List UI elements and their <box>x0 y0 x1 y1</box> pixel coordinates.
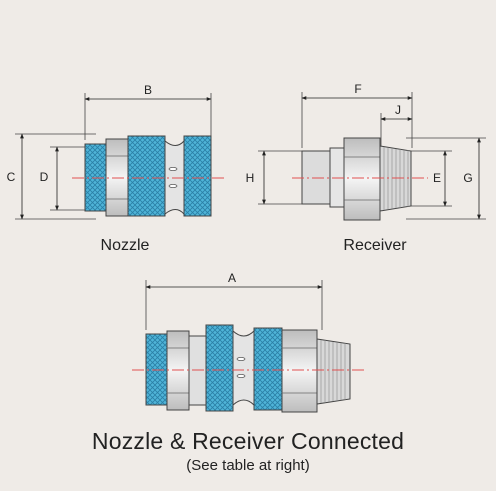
receiver-plug <box>301 150 331 205</box>
connected-rear-knurl <box>145 333 168 406</box>
dimension-f-label: F <box>354 82 361 96</box>
nozzle-front-knurl <box>183 135 212 217</box>
dimension-d-label: D <box>40 170 49 184</box>
dimension-h-label: H <box>246 171 255 185</box>
receiver-hex-body <box>343 137 381 221</box>
dimension-c-label: C <box>7 170 16 184</box>
dimension-a-label: A <box>228 271 236 285</box>
nozzle-caption: Nozzle <box>100 237 150 254</box>
nozzle-rear-knurl <box>84 143 107 212</box>
nozzle-hex-nut <box>105 138 129 217</box>
nozzle-sleeve-knurl <box>127 135 166 217</box>
connected-sleeve-knurl <box>205 324 234 412</box>
dimension-e-label: E <box>433 171 441 185</box>
dimension-g-label: G <box>463 171 472 185</box>
connected-hex-nut <box>166 330 190 411</box>
dimension-j-label: J <box>395 103 401 117</box>
receiver-drawing: F J H E G <box>246 82 486 221</box>
connected-drawing: A <box>132 271 366 413</box>
connected-receiver-hex <box>281 329 318 413</box>
nozzle-sleeve-groove <box>164 139 185 216</box>
connected-front-knurl <box>253 327 283 411</box>
receiver-caption: Receiver <box>343 237 407 254</box>
table-note: (See table at right) <box>186 457 310 474</box>
nozzle-drawing: B C D <box>7 83 224 220</box>
dimension-b-label: B <box>144 83 152 97</box>
receiver-thread <box>379 145 412 212</box>
connected-caption: Nozzle & Receiver Connected <box>91 428 405 454</box>
